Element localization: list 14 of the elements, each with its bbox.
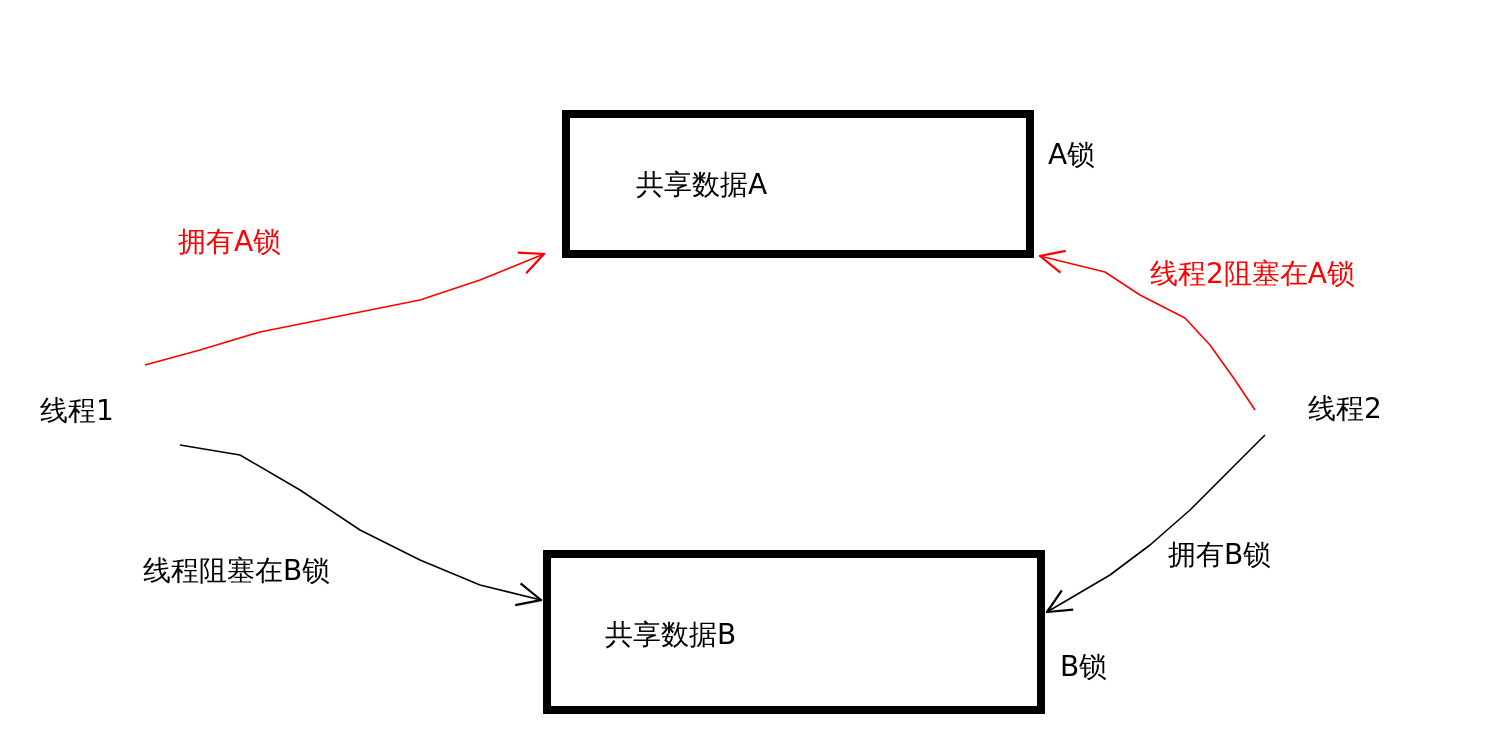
- arrow: [179, 444, 543, 607]
- edge-label: 线程阻塞在B锁: [143, 554, 331, 588]
- data-box: 共享数据A: [562, 110, 1034, 258]
- thread-label: 线程1: [40, 394, 136, 432]
- edge-label: 线程2阻塞在A锁: [1150, 257, 1355, 291]
- arrow: [144, 251, 546, 366]
- arrow: [1038, 249, 1256, 411]
- arrow: [1045, 434, 1266, 614]
- lock-label: B锁: [1060, 650, 1108, 684]
- lock-label: A锁: [1048, 138, 1096, 172]
- data-box: 共享数据B: [543, 550, 1045, 714]
- edge-label: 拥有A锁: [178, 225, 282, 259]
- thread-label: 线程2: [1308, 392, 1404, 430]
- edge-label: 拥有B锁: [1168, 538, 1272, 572]
